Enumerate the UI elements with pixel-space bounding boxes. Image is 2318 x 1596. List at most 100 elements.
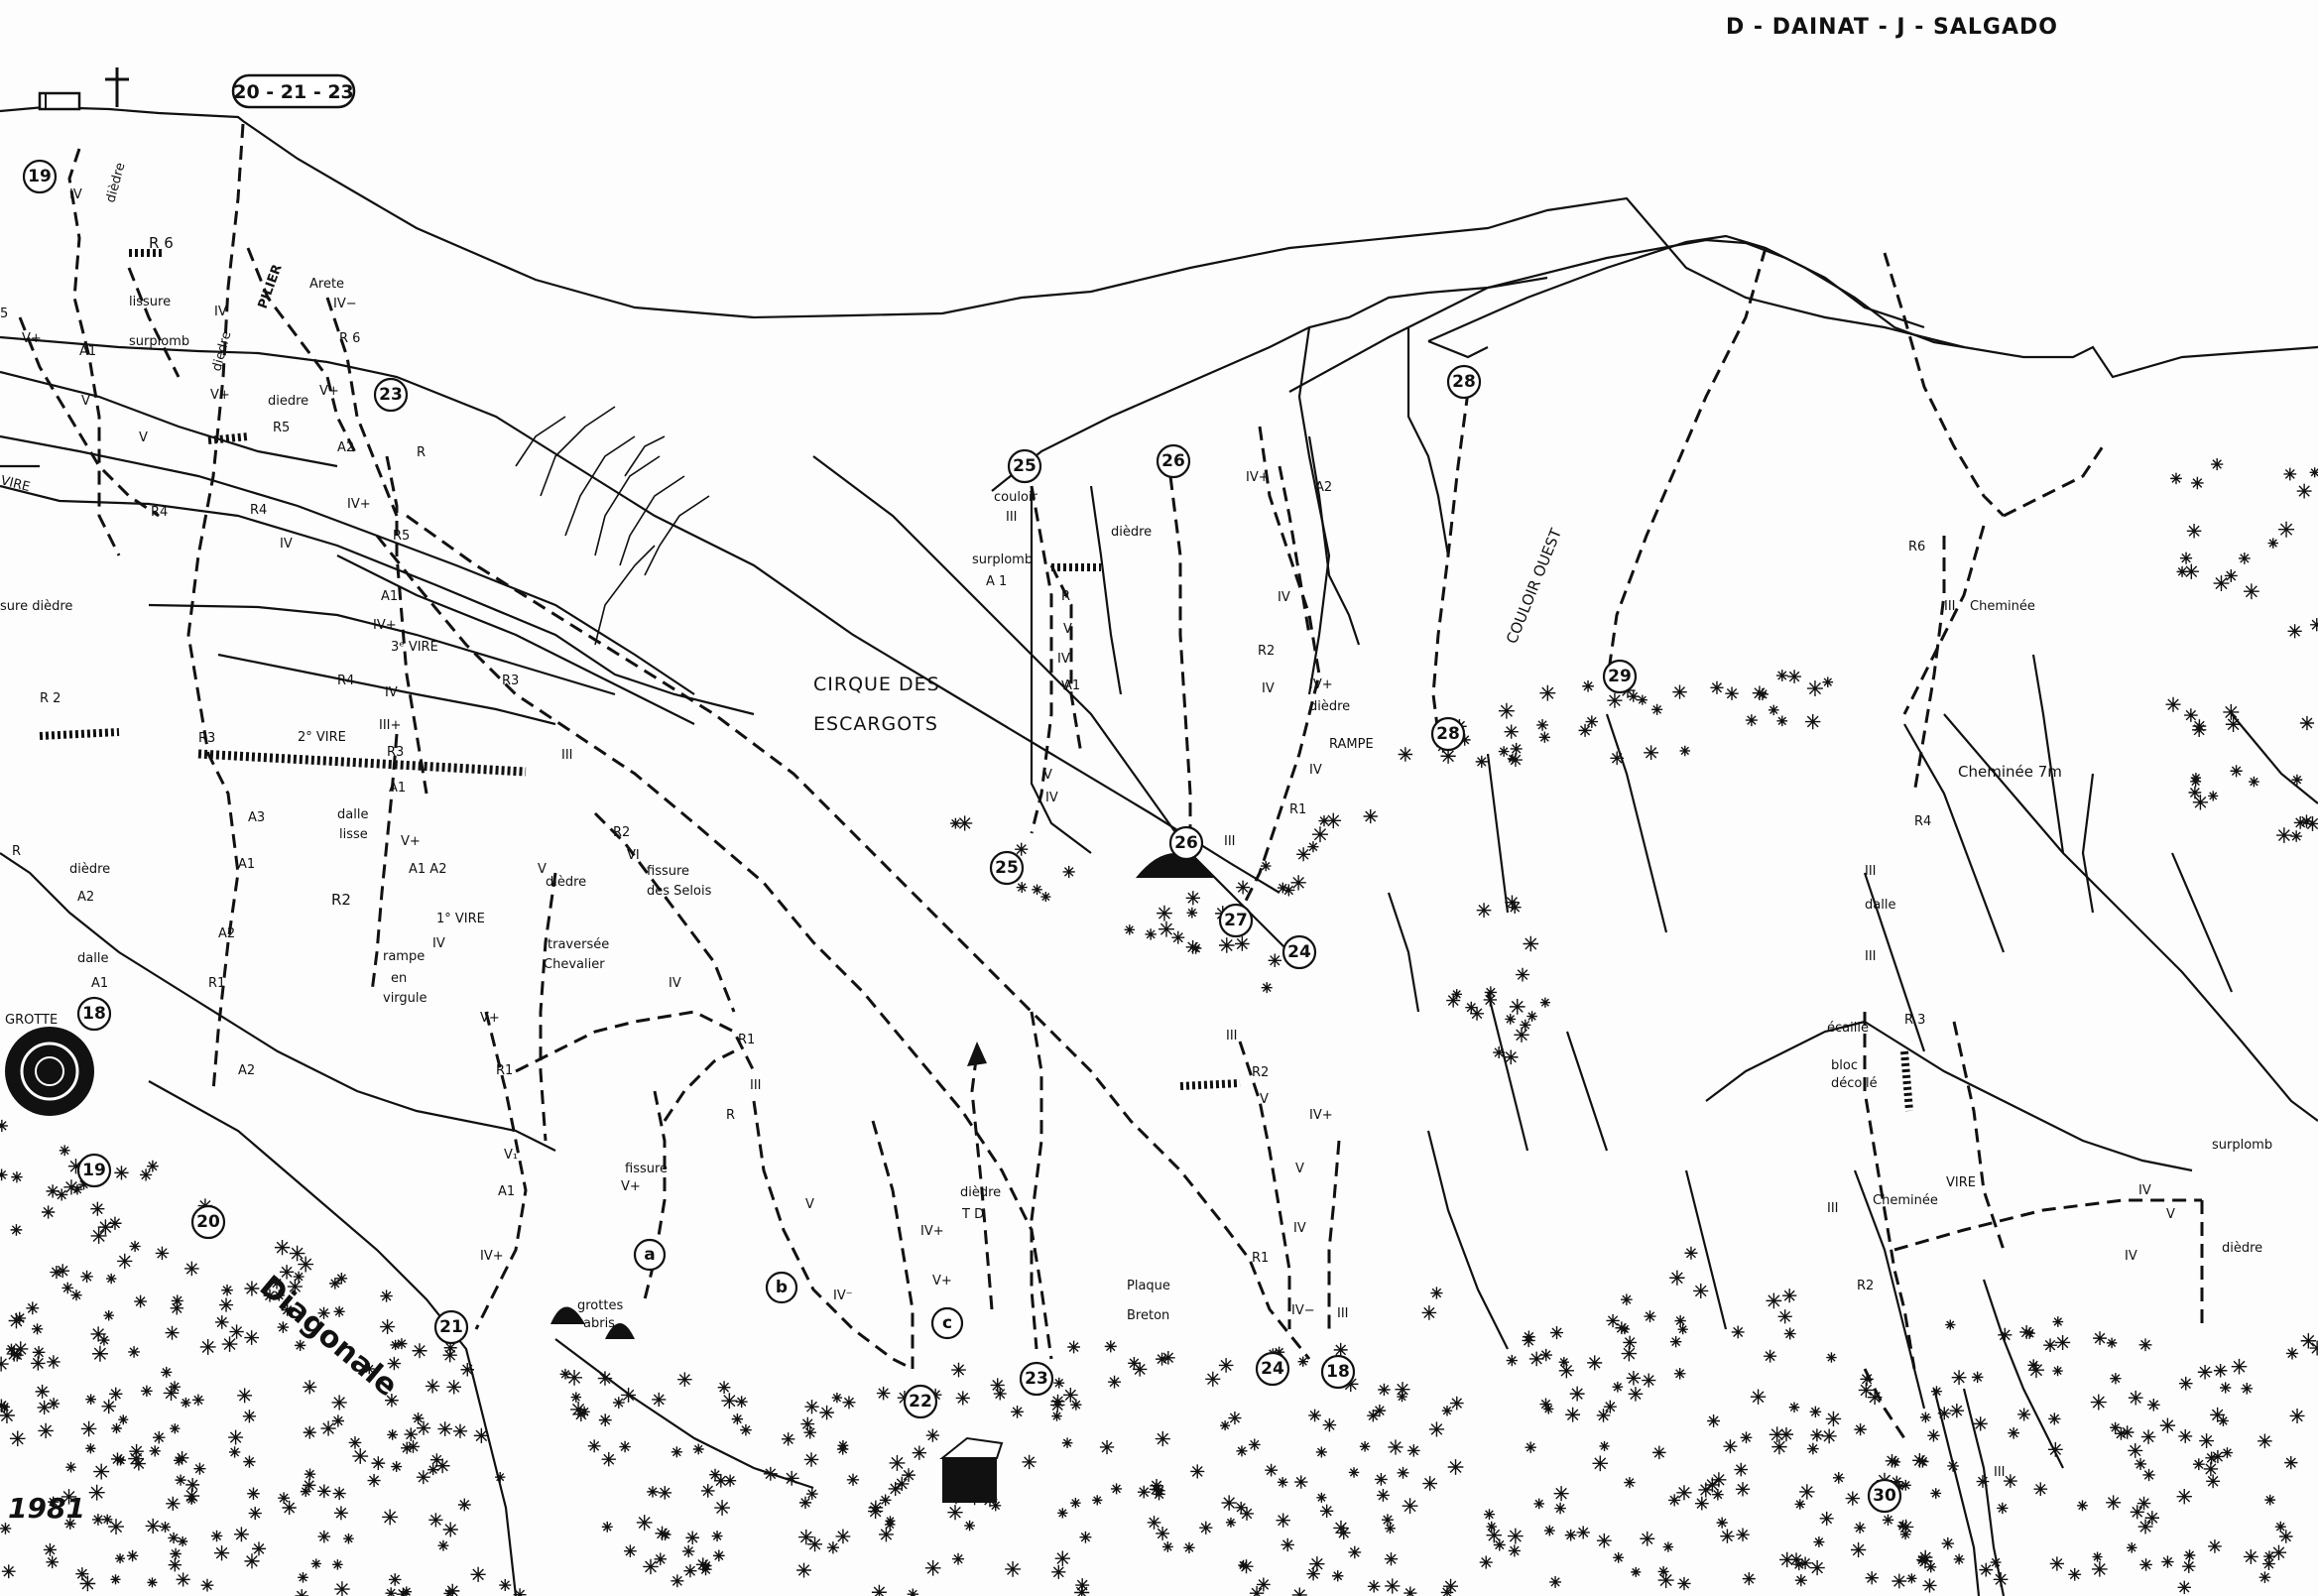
svg-text:b: b (776, 1278, 788, 1297)
svg-text:27: 27 (1224, 911, 1248, 930)
label-rampe2: en (391, 971, 407, 986)
label-a1-grotte: A1 (91, 976, 108, 991)
direction-arrow (967, 1042, 994, 1310)
label-r1-mid: R1 (208, 976, 225, 991)
label-r1-traversee: R1 (738, 1033, 755, 1047)
label-vplus-left: V+ (22, 331, 42, 346)
label-v-25: V (1063, 622, 1072, 637)
label-iii-plus: III+ (379, 718, 401, 733)
label-iv-right: IV (2138, 1183, 2151, 1198)
label-vi: VI (627, 848, 640, 863)
label-vire1: 1° VIRE (436, 912, 485, 926)
label-iv-25: IV (1057, 652, 1070, 667)
label-r2-left: R 2 (40, 691, 61, 706)
label-r1-24: R1 (1252, 1251, 1269, 1266)
label-r2-selois: R2 (613, 825, 630, 840)
route-letter-markers: abc (633, 1238, 964, 1340)
label-iv-right2: IV (2125, 1249, 2137, 1264)
label-bloc1: bloc (1831, 1058, 1858, 1073)
label-vire3: 3ᵉ VIRE (391, 640, 438, 655)
label-dalle-right: dalle (1865, 898, 1895, 913)
svg-text:26: 26 (1174, 833, 1198, 853)
label-vplus-lisse: V+ (401, 834, 421, 849)
svg-text:23: 23 (379, 385, 403, 405)
label-r6-right: R6 (1908, 540, 1925, 554)
grotte-cave (5, 853, 1215, 1503)
label-iv-19: IV (69, 187, 82, 202)
svg-text:25: 25 (995, 858, 1019, 878)
route-marker-20: 20 (190, 1204, 226, 1240)
label-iv-plus-mid: IV+ (373, 618, 397, 633)
label-r4-pilier: R4 (250, 503, 267, 518)
label-iii-24: III (1226, 1029, 1238, 1044)
rock-outlines (0, 105, 2318, 1596)
svg-text:19: 19 (82, 1161, 106, 1180)
label-iii-cheminee: III (1944, 599, 1956, 614)
label-v-plus-pilier: V+ (210, 388, 230, 403)
label-v-24: V (1260, 1092, 1269, 1107)
label-r1-27: R1 (1289, 802, 1306, 817)
label-iv-27b: IV (1262, 681, 1275, 696)
label-v-plus-r5: V+ (319, 384, 339, 399)
label-r5: R5 (273, 421, 290, 435)
svg-text:28: 28 (1436, 724, 1460, 744)
route-marker-22: 22 (903, 1384, 938, 1419)
hatched-ledges (39, 249, 1913, 1112)
route-letter-b: b (765, 1271, 798, 1304)
label-plaque2: Breton (1127, 1308, 1169, 1323)
route-lines (18, 123, 2204, 1439)
label-iv-plus-c: IV+ (920, 1224, 944, 1239)
svg-text:a: a (644, 1245, 655, 1265)
label-diedre-right: dièdre (2222, 1241, 2262, 1256)
label-r6-left: R 6 (149, 234, 174, 252)
label-diedre-27: dièdre (1309, 699, 1350, 714)
route-marker-19: 19 (76, 1153, 112, 1188)
label-vplus-c: V+ (932, 1274, 952, 1289)
label-v-left: V (81, 394, 90, 409)
route-marker-26: 26 (1168, 825, 1204, 861)
label-r3-left: R3 (198, 731, 215, 746)
diagonale-label: Diagonale (253, 1269, 405, 1404)
label-iv-plus-27b: IV+ (1309, 677, 1333, 692)
label-diedre-td1: dièdre (960, 1185, 1001, 1200)
label-traversee2: Chevalier (544, 957, 605, 972)
label-v-25c: V (1043, 768, 1052, 783)
cirque-label-line1: CIRQUE DES (813, 674, 940, 695)
label-a1-left: A1 (79, 344, 96, 359)
label-a1-mid: A1 (238, 857, 255, 872)
label-iv-minus-arete: IV− (333, 297, 357, 311)
label-a1-mid2: A1 (381, 589, 398, 604)
label-rampe3: virgule (383, 991, 427, 1006)
label-five: 5 (0, 307, 8, 321)
route-group-label: 20 - 21 - 23 (233, 81, 354, 103)
label-r3-mid: R3 (387, 745, 404, 760)
route-marker-23: 23 (1019, 1361, 1054, 1397)
label-diedre-selois: dièdre (546, 875, 586, 890)
svg-text:19: 19 (28, 167, 52, 186)
label-dalle-lisse1: dalle (337, 807, 368, 822)
label-iii-26: III (1224, 834, 1236, 849)
label-diedre-26: dièdre (1111, 525, 1152, 540)
label-lissure: lissure (129, 295, 171, 309)
route-marker-28: 28 (1430, 716, 1466, 752)
route-marker-19: 19 (22, 159, 58, 194)
label-bloc2: décollé (1831, 1076, 1878, 1091)
label-vire-right: VIRE (1946, 1175, 1976, 1190)
label-diedre-r5: diedre (268, 394, 308, 409)
label-iv-minus-24: IV− (1291, 1303, 1315, 1318)
label-vire-left: VIRE (0, 473, 32, 495)
label-rampe: RAMPE (1329, 737, 1374, 752)
label-iv-27c: IV (1309, 763, 1322, 778)
label-dalle-grotte: dalle (77, 951, 108, 966)
route-marker-18: 18 (76, 996, 112, 1032)
label-iv-plus-pilier: IV+ (347, 497, 371, 512)
label-pilier: PILIER (256, 263, 286, 311)
label-iv-pilier: IV (214, 305, 227, 319)
svg-text:26: 26 (1161, 451, 1185, 471)
label-ecaille: écaille (1827, 1021, 1869, 1036)
label-diedre-a2: dièdre (69, 862, 110, 877)
area-labels: CIRQUE DES ESCARGOTS COULOIR OUEST Diago… (253, 526, 1565, 1405)
svg-text:18: 18 (82, 1004, 106, 1024)
label-r1-rampe: R1 (496, 1063, 513, 1078)
